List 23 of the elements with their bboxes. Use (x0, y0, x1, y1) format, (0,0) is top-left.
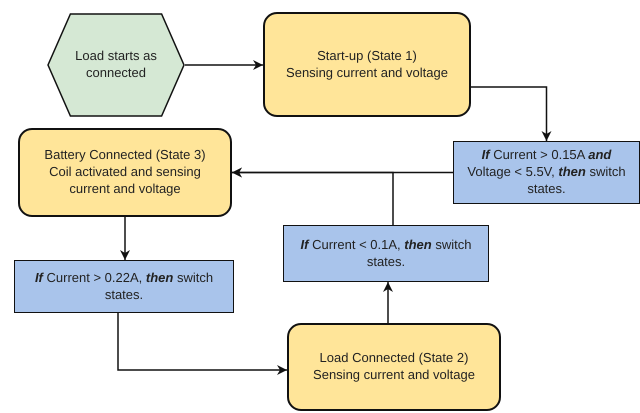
arrow (383, 282, 393, 323)
start-hexagon (47, 13, 185, 117)
arrow (471, 86, 552, 141)
arrow (120, 217, 130, 260)
node-text: If Current > 0.22A, then switch states. (34, 270, 214, 304)
node-text: Load starts as connected (74, 48, 158, 82)
arrow (232, 168, 394, 225)
state-box (263, 12, 471, 117)
condition-box (14, 260, 234, 313)
arrow (185, 60, 263, 70)
condition-box (283, 225, 489, 282)
node-text: Coil activated and sensing current and voltage (48, 164, 202, 198)
node-text: Sensing current and voltage (312, 367, 476, 384)
condition-box (453, 141, 640, 204)
node-text: If Current > 0.15A and Voltage < 5.5V, then switch states. (466, 147, 627, 198)
arrow (117, 313, 287, 375)
node-text: Sensing current and voltage (285, 64, 449, 82)
state-box (18, 128, 232, 217)
node-text: Battery Connected (State 3) (43, 147, 207, 164)
node-text: If Current < 0.1A, then switch states. (300, 236, 472, 270)
state-box (287, 323, 501, 411)
node-text: Load Connected (State 2) (318, 350, 470, 367)
node-text: Start-up (State 1) (316, 48, 418, 64)
